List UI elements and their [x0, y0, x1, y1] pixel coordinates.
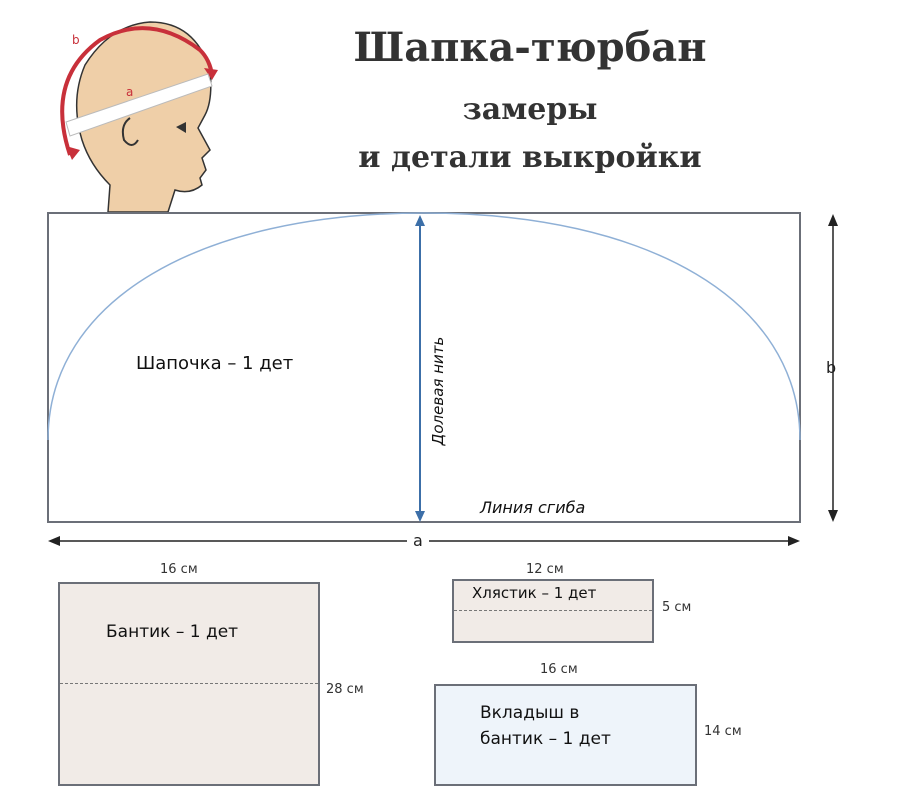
fold-line: [60, 683, 318, 684]
title-line-3: и детали выкройки: [358, 140, 702, 175]
measure-b-arc: [60, 26, 214, 156]
height-label: b: [826, 358, 837, 377]
measuring-tape: [65, 73, 213, 137]
hat-curve: [47, 212, 801, 441]
strap-width-label: 12 см: [526, 562, 564, 577]
strap-piece: Хлястик – 1 дет: [452, 579, 654, 643]
main-piece-label: Шапочка – 1 дет: [136, 353, 294, 374]
title-line-2: замеры: [462, 92, 598, 127]
strap-piece-label: Хлястик – 1 дет: [472, 584, 597, 602]
grain-label: Долевая нить: [429, 336, 447, 446]
title-line-1: Шапка-тюрбан: [353, 24, 707, 71]
fold-line: [454, 610, 652, 611]
ear: [121, 117, 139, 146]
main-pattern-outline: [47, 212, 801, 523]
bow-width-label: 16 см: [160, 562, 198, 577]
bow-piece-label: Бантик – 1 дет: [106, 622, 239, 642]
bow-piece: Бантик – 1 дет: [58, 582, 320, 786]
insert-piece-label: Вкладыш в бантик – 1 дет: [480, 700, 611, 752]
label-a: a: [126, 85, 133, 99]
width-label: a: [407, 531, 429, 550]
label-b: b: [72, 33, 80, 47]
insert-label-line-2: бантик – 1 дет: [480, 729, 611, 749]
insert-piece: Вкладыш в бантик – 1 дет: [434, 684, 697, 786]
insert-label-line-1: Вкладыш в: [480, 703, 580, 723]
insert-width-label: 16 см: [540, 662, 578, 677]
fold-line-label: Линия сгиба: [480, 498, 586, 517]
strap-height-label: 5 см: [662, 600, 692, 615]
child-head-illustration: b a: [60, 21, 218, 213]
bow-height-label: 28 см: [326, 682, 364, 697]
insert-height-label: 14 см: [704, 724, 742, 739]
